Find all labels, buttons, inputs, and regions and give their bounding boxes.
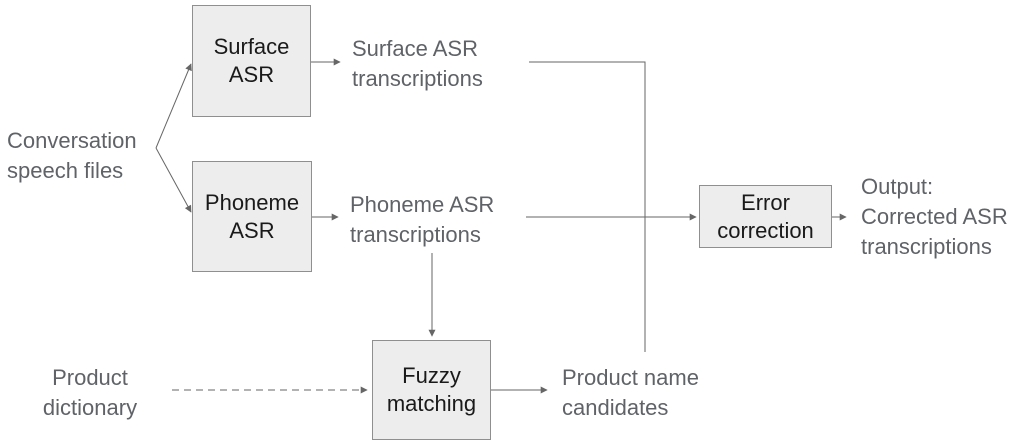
phoneme-asr-box: Phoneme ASR	[192, 161, 312, 272]
error-correction-box: Error correction	[699, 185, 832, 248]
surface-asr-transcriptions-label: Surface ASR transcriptions	[352, 36, 483, 91]
fuzzy-matching-box: Fuzzy matching	[372, 340, 491, 440]
phoneme-asr-box-label: Phoneme ASR	[204, 189, 300, 243]
arrow-conversation-to-surface-asr	[155, 63, 192, 149]
surface-asr-box-label: Surface ASR	[213, 34, 290, 87]
connector-surface-transcriptions-and-candidates-junction	[529, 61, 646, 352]
product-dictionary-label: Product dictionary	[42, 365, 138, 420]
error-correction-box-label: Error correction	[717, 189, 814, 243]
surface-asr-box: Surface ASR	[192, 5, 311, 117]
arrow-conversation-to-phoneme-asr	[155, 147, 192, 213]
fuzzy-matching-box-label: Fuzzy matching	[386, 363, 477, 416]
product-name-candidates-label: Product name candidates	[562, 365, 699, 420]
conversation-speech-files-label: Conversation speech files	[7, 128, 137, 183]
phoneme-asr-transcriptions-label: Phoneme ASR transcriptions	[350, 192, 495, 247]
output-corrected-transcriptions-label: Output: Corrected ASR transcriptions	[861, 174, 1008, 259]
